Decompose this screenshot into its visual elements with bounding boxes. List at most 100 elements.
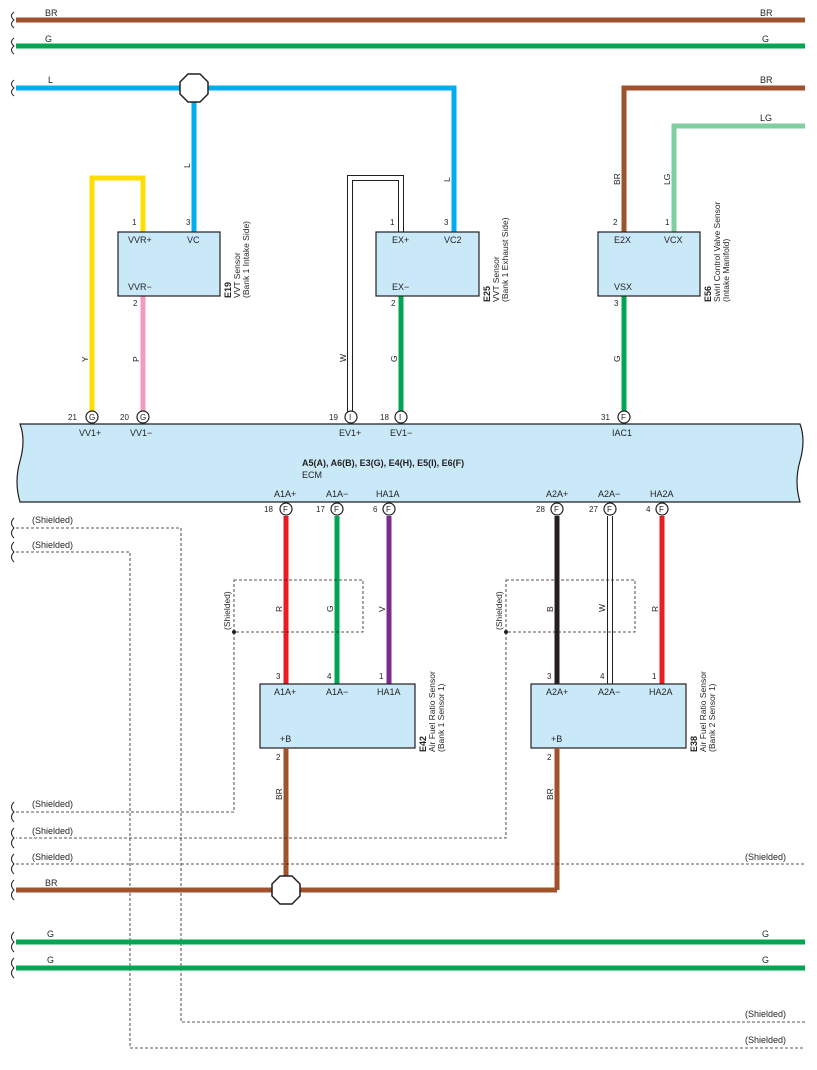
g-e25-label: G [389,355,399,362]
e56-pin-name: VSX [614,282,632,292]
e56-code: E56 [703,286,713,302]
break-mark [11,79,15,97]
e56-pin-num: 2 [613,218,618,227]
e42-pin-num: 3 [276,672,281,681]
svg-text:F: F [621,413,626,422]
e25-pin-num: 2 [391,299,396,308]
e25-box [375,231,480,297]
svg-text:A2A+: A2A+ [546,489,568,499]
e56-name-sub: (Intake Manifold) [721,239,731,302]
bottom-br-label: BR [45,878,58,888]
r-e38-label: R [650,606,660,612]
svg-text:I: I [349,413,351,422]
e19-code: E19 [223,282,233,298]
shielded-line-2 [16,551,805,1049]
e42-pin-name: HA1A [377,687,401,697]
svg-text:28: 28 [536,505,545,514]
bottom-g-label: G [47,929,54,939]
svg-text:VV1+: VV1+ [79,428,101,438]
e25-pin-num: 3 [444,218,449,227]
ecm-terminal: F 6 HA1A [373,489,400,516]
shielded-label: (Shielded) [32,799,73,809]
r-e42-label: R [274,606,284,612]
svg-text:18: 18 [264,505,273,514]
svg-text:HA2A: HA2A [650,489,674,499]
svg-text:A1A−: A1A− [326,489,348,499]
svg-text:F: F [607,505,612,514]
svg-text:21: 21 [68,413,77,422]
shielded-label: (Shielded) [32,852,73,862]
e19-name: VVT Sensor [232,252,242,298]
e38-pin-name: HA2A [649,687,673,697]
l-wire-e25-label: L [442,177,452,182]
top-bus-br-label-left: BR [45,8,58,18]
e25-pin-name: EX+ [392,235,409,245]
e38-code: E38 [689,736,699,752]
e42-pin-num: 1 [379,672,384,681]
y-wire-label: Y [80,356,90,362]
e38-name-sub: (Bank 2 Sensor 1) [707,683,717,752]
svg-text:IAC1: IAC1 [612,428,632,438]
p-wire-label: P [131,356,141,362]
l-power-line: L L L [11,73,457,232]
shielded-label: (Shielded) [745,1035,786,1045]
br-e56-label: BR [612,173,622,185]
e56-name: Swirl Control Valve Sensor [712,201,722,302]
svg-text:F: F [554,505,559,514]
shielded-label: (Shielded) [745,1009,786,1019]
bottom-g-label: G [762,955,769,965]
e25-name-sub: (Bank 1 Exhaust Side) [500,217,510,302]
connector-e19: 1 3 VVR+ VC VVR− 2 E19 VVT Sensor (Bank … [80,175,251,414]
e19-pin-num: 1 [132,218,137,227]
e42-pin-name: A1A+ [274,687,296,697]
e42-box [259,683,416,749]
e42-name: Air Fuel Ratio Sensor [427,671,437,752]
w-e25-label: W [338,354,348,362]
e38-pin-name: +B [551,734,562,744]
svg-text:F: F [283,505,288,514]
junction-octagon [271,875,301,905]
svg-text:19: 19 [329,413,338,422]
plus-b-wires: BR BR [274,748,560,890]
connector-e56: 2 1 E2X VCX VSX 3 E56 Swirl Control Valv… [597,201,731,414]
ecm-box [16,423,804,503]
break-mark [11,517,15,539]
svg-text:EV1+: EV1+ [339,428,361,438]
e38-pin-name: A2A− [598,687,620,697]
afr-wires: R G V B W R (Shielded) (Shielded) [222,516,665,684]
e25-code: E25 [482,286,492,302]
y-wire [89,175,146,414]
shielded-lines: (Shielded) (Shielded) (Shielded) (Shield… [11,515,805,1049]
br-e42-label: BR [274,788,284,800]
svg-text:I: I [399,413,401,422]
ecm-terminal: F 4 HA2A [646,489,674,516]
svg-text:G: G [89,413,95,422]
break-mark [11,801,15,823]
shield-label-e38: (Shielded) [494,591,504,630]
top-bus-g-label-left: G [45,34,52,44]
ecm-connector-list: A5(A), A6(B), E3(G), E4(H), E5(I), E6(F) [302,458,464,468]
e42-pin-name: +B [280,734,291,744]
shielded-label: (Shielded) [32,515,73,525]
top-bus-br-label-right: BR [760,8,773,18]
top-bus: BR BR G G [11,8,805,55]
svg-text:F: F [659,505,664,514]
e19-pin-num: 3 [186,218,191,227]
ecm-block: A5(A), A6(B), E3(G), E4(H), E5(I), E6(F)… [16,410,804,516]
svg-text:HA1A: HA1A [376,489,400,499]
l-wire-label: L [48,75,53,85]
ecm-terminal: G 20 VV1− [120,410,152,438]
shield-label-e42: (Shielded) [222,591,232,630]
connector-e38: 3 4 1 A2A+ A2A− HA2A +B 2 E38 Air Fuel R… [530,671,717,762]
g-e42-label: G [325,605,335,612]
connector-e42: 3 4 1 A1A+ A1A− HA1A +B 2 E42 Air Fuel R… [259,671,446,762]
e42-name-sub: (Bank 1 Sensor 1) [436,683,446,752]
svg-text:31: 31 [601,413,610,422]
e25-pin-num: 1 [390,218,395,227]
svg-text:20: 20 [120,413,129,422]
ecm-terminal: I 19 EV1+ [329,410,361,438]
e38-pin-num: 4 [600,672,605,681]
shielded-label: (Shielded) [32,540,73,550]
e38-pin-name: A2A+ [546,687,568,697]
b-e38-label: B [545,606,555,612]
